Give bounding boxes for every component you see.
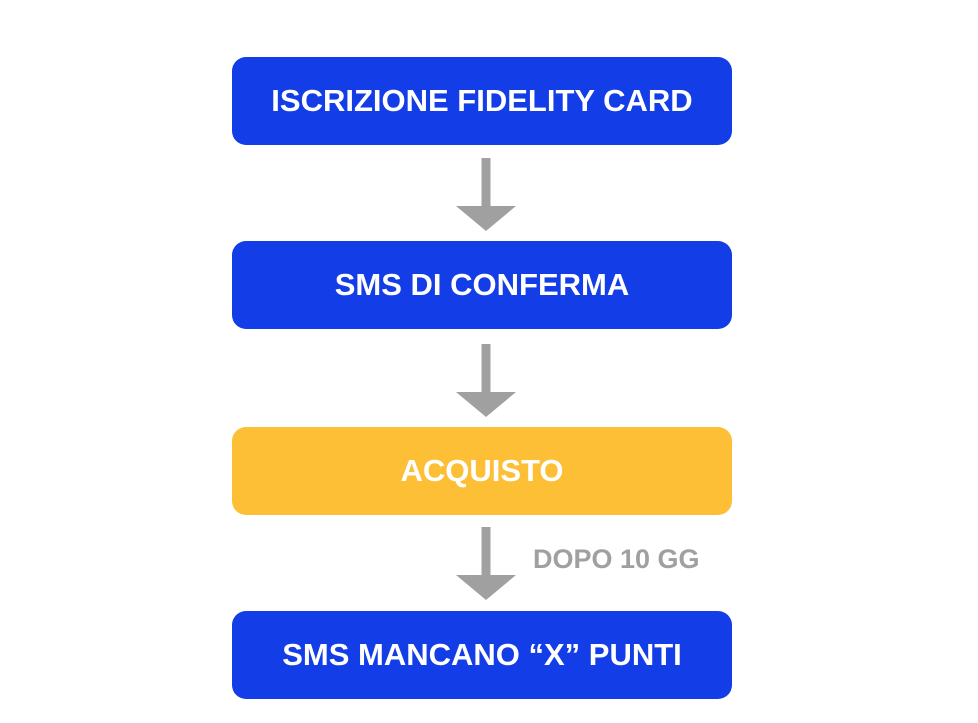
down-arrow-icon <box>456 158 516 231</box>
step-iscrizione-fidelity-card: ISCRIZIONE FIDELITY CARD <box>232 57 732 145</box>
connector-label: DOPO 10 GG <box>533 544 700 574</box>
down-arrow-icon <box>456 344 516 417</box>
step-label: SMS MANCANO “X” PUNTI <box>282 637 682 672</box>
down-arrow-icon <box>456 527 516 600</box>
step-label: SMS DI CONFERMA <box>334 267 630 302</box>
step-sms-di-conferma: SMS DI CONFERMA <box>232 241 732 329</box>
step-acquisto: ACQUISTO <box>232 427 732 515</box>
step-label: ISCRIZIONE FIDELITY CARD <box>271 83 693 118</box>
step-label: ACQUISTO <box>400 453 564 488</box>
step-sms-mancano-punti: SMS MANCANO “X” PUNTI <box>232 611 732 699</box>
